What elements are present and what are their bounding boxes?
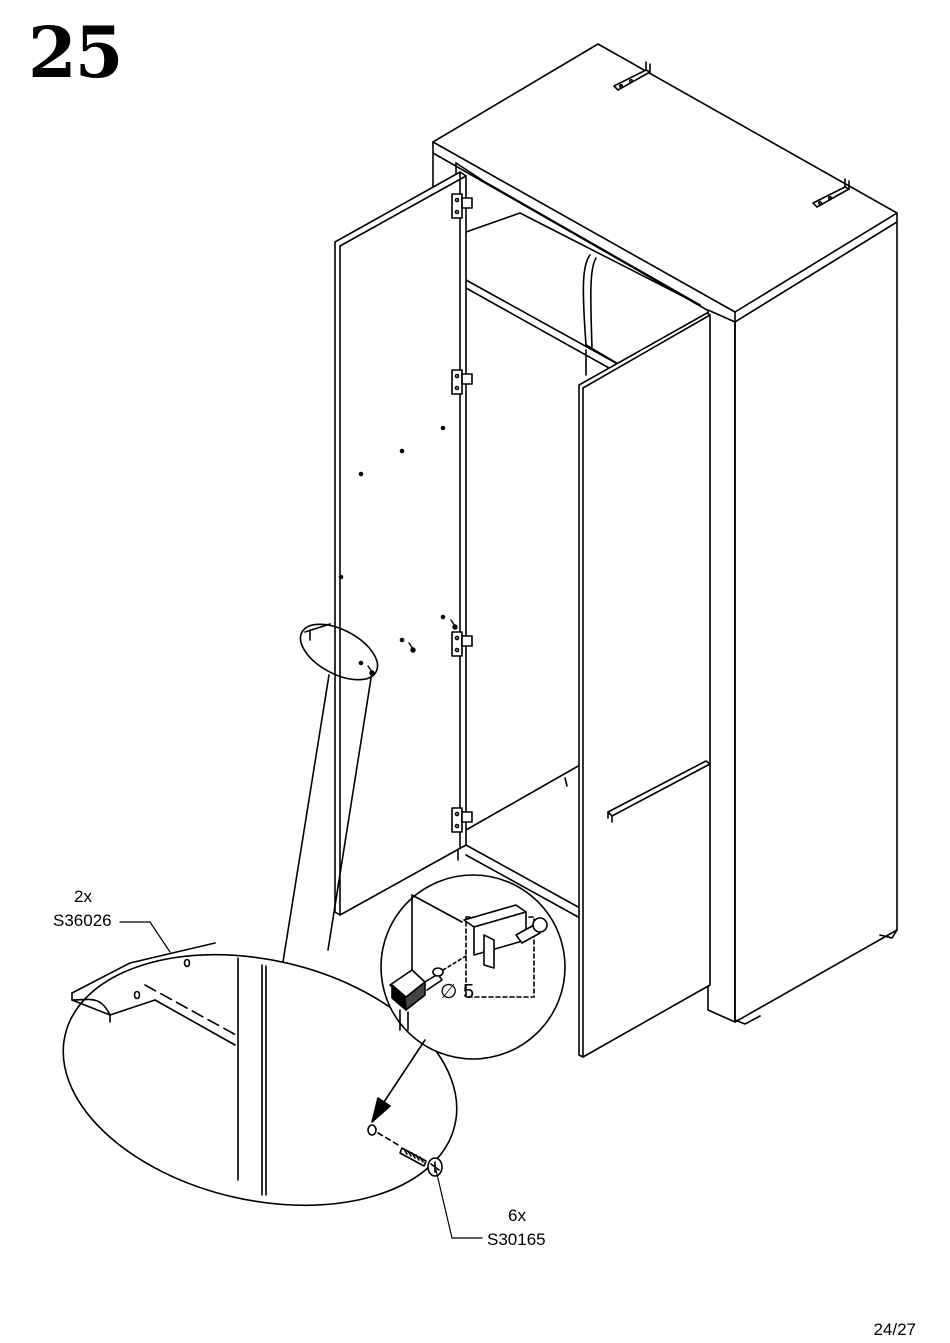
drill-diameter: ∅ 5 [440,982,474,1002]
hinge-lower-mid [452,632,472,656]
screw-part-code: S30165 [487,1231,546,1248]
bracket-part-code: S36026 [53,912,112,929]
page-number: 24/27 [873,1320,916,1340]
drill-detail-circle [381,875,565,1059]
screw-quantity: 6x [508,1207,526,1224]
left-door [335,172,466,915]
hinge-upper-mid [452,370,472,394]
hinge-top [452,194,472,218]
bracket-quantity: 2x [74,888,92,905]
right-door [579,313,710,1057]
